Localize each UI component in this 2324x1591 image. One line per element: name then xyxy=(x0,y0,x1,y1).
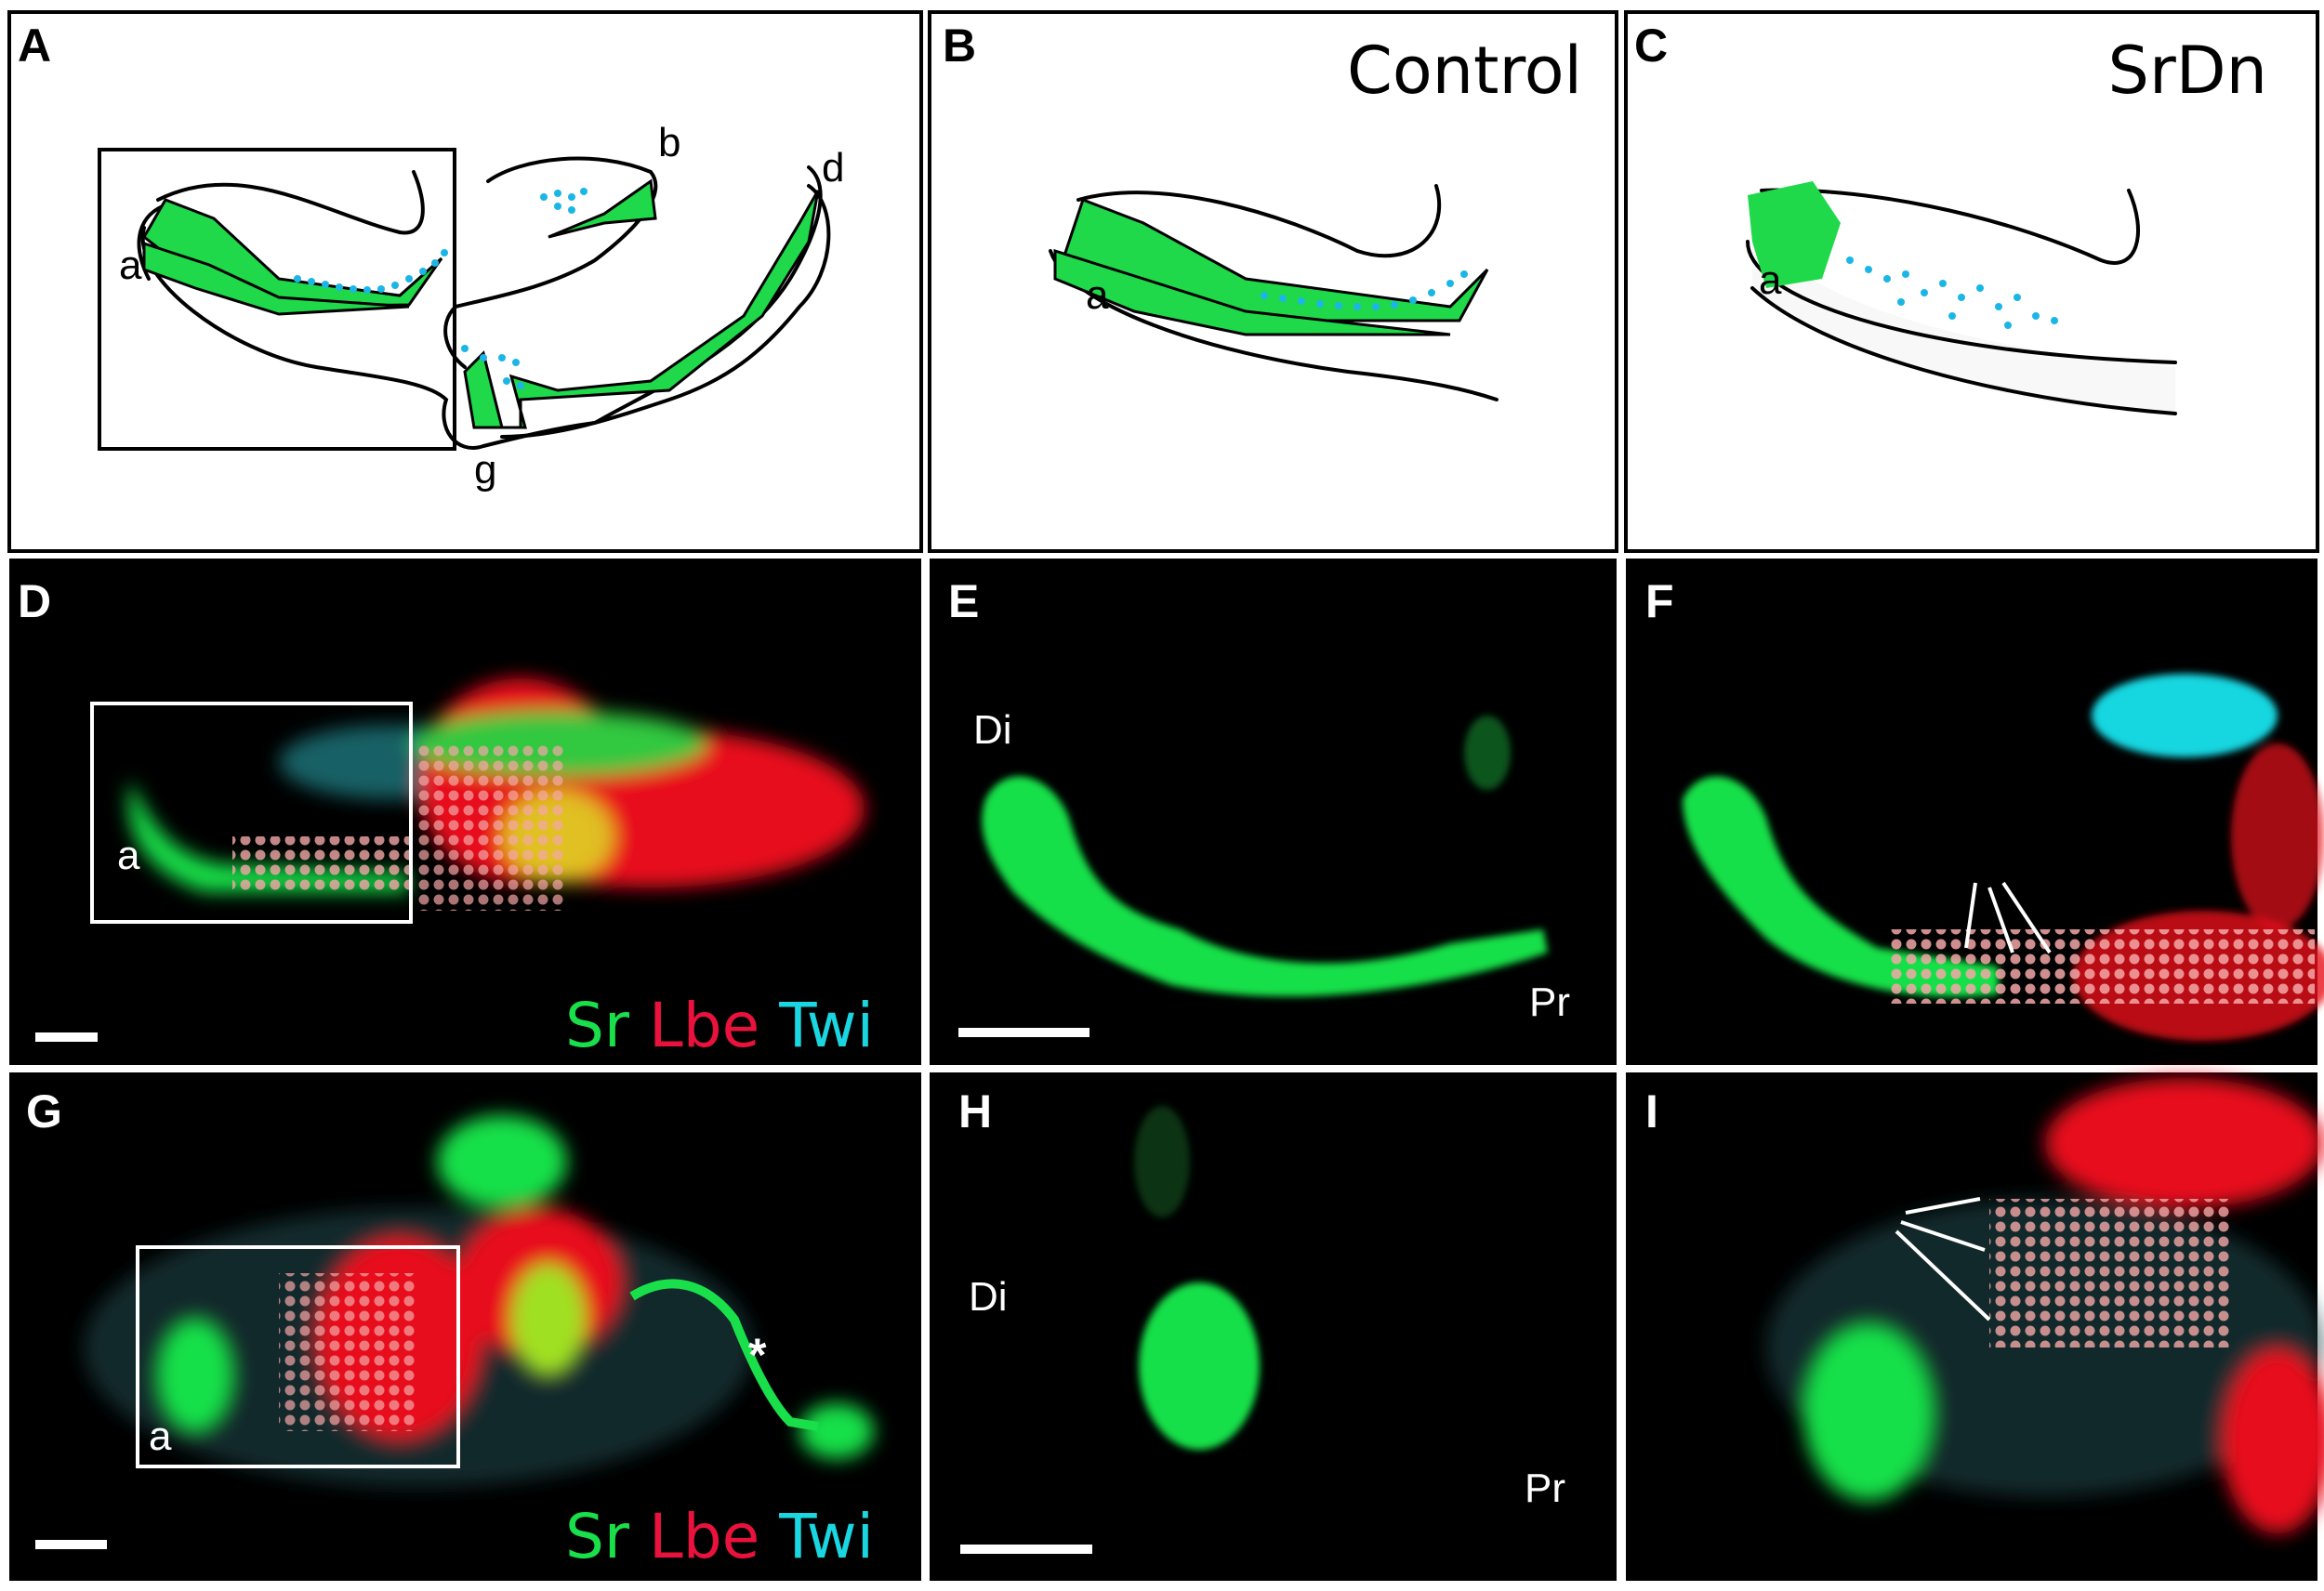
panel-label: D xyxy=(18,575,51,627)
panel-label: A xyxy=(18,20,51,72)
label-a: a xyxy=(1759,257,1782,303)
label-d: d xyxy=(822,145,844,191)
legend-lbe: Lbe xyxy=(649,990,759,1061)
label-b: b xyxy=(658,120,680,165)
legend-twi: Twi xyxy=(778,1501,874,1572)
panel-c: C SrDn a xyxy=(1624,10,2319,553)
channel-legend: Sr Lbe Twi xyxy=(565,1501,874,1572)
scale-bar xyxy=(35,1032,98,1042)
scale-bar xyxy=(960,1545,1092,1554)
panel-label: F xyxy=(1645,575,1674,627)
distal-label: Di xyxy=(969,1274,1008,1320)
proximal-label: Pr xyxy=(1525,1466,1565,1511)
asterisk-marker: * xyxy=(748,1329,767,1381)
arrows xyxy=(1964,881,2052,954)
panel-title: Control xyxy=(1347,33,1582,109)
panel-b: B Control a xyxy=(928,10,1618,553)
panel-f: F xyxy=(1626,559,2324,1065)
label-a: a xyxy=(1086,272,1109,318)
scale-bar xyxy=(958,1028,1089,1037)
legend-twi: Twi xyxy=(778,990,874,1061)
legend-sr: Sr xyxy=(565,990,630,1061)
inset-box xyxy=(90,702,413,924)
inset-box xyxy=(136,1245,460,1468)
scale-bar xyxy=(35,1540,107,1549)
panel-d: D a Sr Lbe Twi xyxy=(9,559,921,1065)
legend-sr: Sr xyxy=(565,1501,630,1572)
panel-label: G xyxy=(26,1085,62,1137)
panel-label: B xyxy=(943,20,976,72)
proximal-label: Pr xyxy=(1529,980,1570,1025)
panel-label: H xyxy=(958,1085,992,1137)
panel-label: I xyxy=(1645,1085,1658,1137)
panel-title: SrDn xyxy=(2108,33,2267,109)
label-g: g xyxy=(474,447,496,493)
panel-a: A a b d g xyxy=(7,10,923,553)
panel-label: E xyxy=(948,575,979,627)
panel-i: I xyxy=(1626,1072,2324,1581)
arrows xyxy=(1895,1197,1991,1321)
channel-legend: Sr Lbe Twi xyxy=(565,990,874,1061)
panel-h: H Di Pr xyxy=(930,1072,1617,1581)
panel-g: G a * Sr Lbe Twi xyxy=(9,1072,921,1581)
gonad-schematic xyxy=(137,156,831,450)
inset-box xyxy=(98,148,456,451)
legend-lbe: Lbe xyxy=(649,1501,759,1572)
panel-label: C xyxy=(1634,20,1668,72)
distal-label: Di xyxy=(973,707,1012,753)
panel-e: E Di Pr xyxy=(930,559,1617,1065)
label-a: a xyxy=(119,243,142,288)
label-a: a xyxy=(149,1413,172,1459)
label-a: a xyxy=(117,833,140,878)
